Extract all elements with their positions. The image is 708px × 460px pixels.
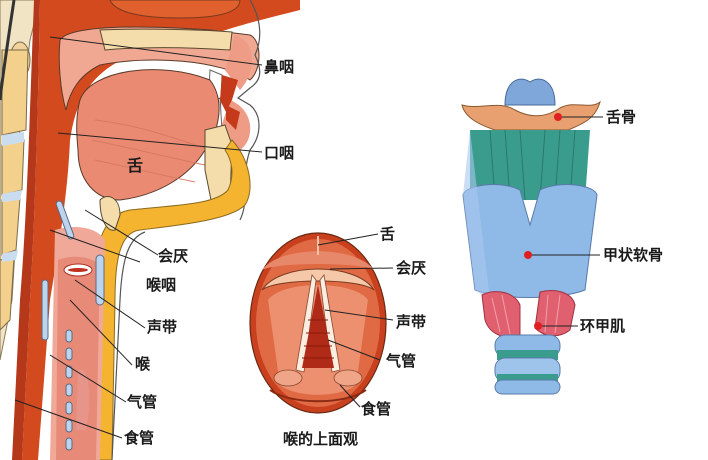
label-superior-vocal-cords: 声带 xyxy=(396,313,427,331)
label-nasopharynx: 鼻咽 xyxy=(264,58,295,76)
label-superior-tongue: 舌 xyxy=(380,225,396,243)
label-tongue: 舌 xyxy=(127,156,144,175)
label-superior-epiglottis: 会厌 xyxy=(396,259,427,277)
label-superior-trachea: 气管 xyxy=(386,352,417,370)
label-larynx: 喉 xyxy=(135,355,151,373)
label-trachea: 气管 xyxy=(127,393,158,411)
label-hyoid-bone: 舌骨 xyxy=(606,108,637,126)
label-superior-esophagus: 食管 xyxy=(361,400,392,418)
superior-view-caption: 喉的上面观 xyxy=(283,430,359,448)
label-laryngopharynx: 喉咽 xyxy=(146,276,177,294)
label-thyroid-cartilage: 甲状软骨 xyxy=(603,246,664,264)
label-cricothyroid-muscle: 环甲肌 xyxy=(580,317,626,335)
label-oropharynx: 口咽 xyxy=(264,144,295,162)
label-vocal-cords: 声带 xyxy=(147,318,178,336)
label-esophagus: 食管 xyxy=(124,429,155,447)
label-epiglottis: 会厌 xyxy=(158,247,189,265)
